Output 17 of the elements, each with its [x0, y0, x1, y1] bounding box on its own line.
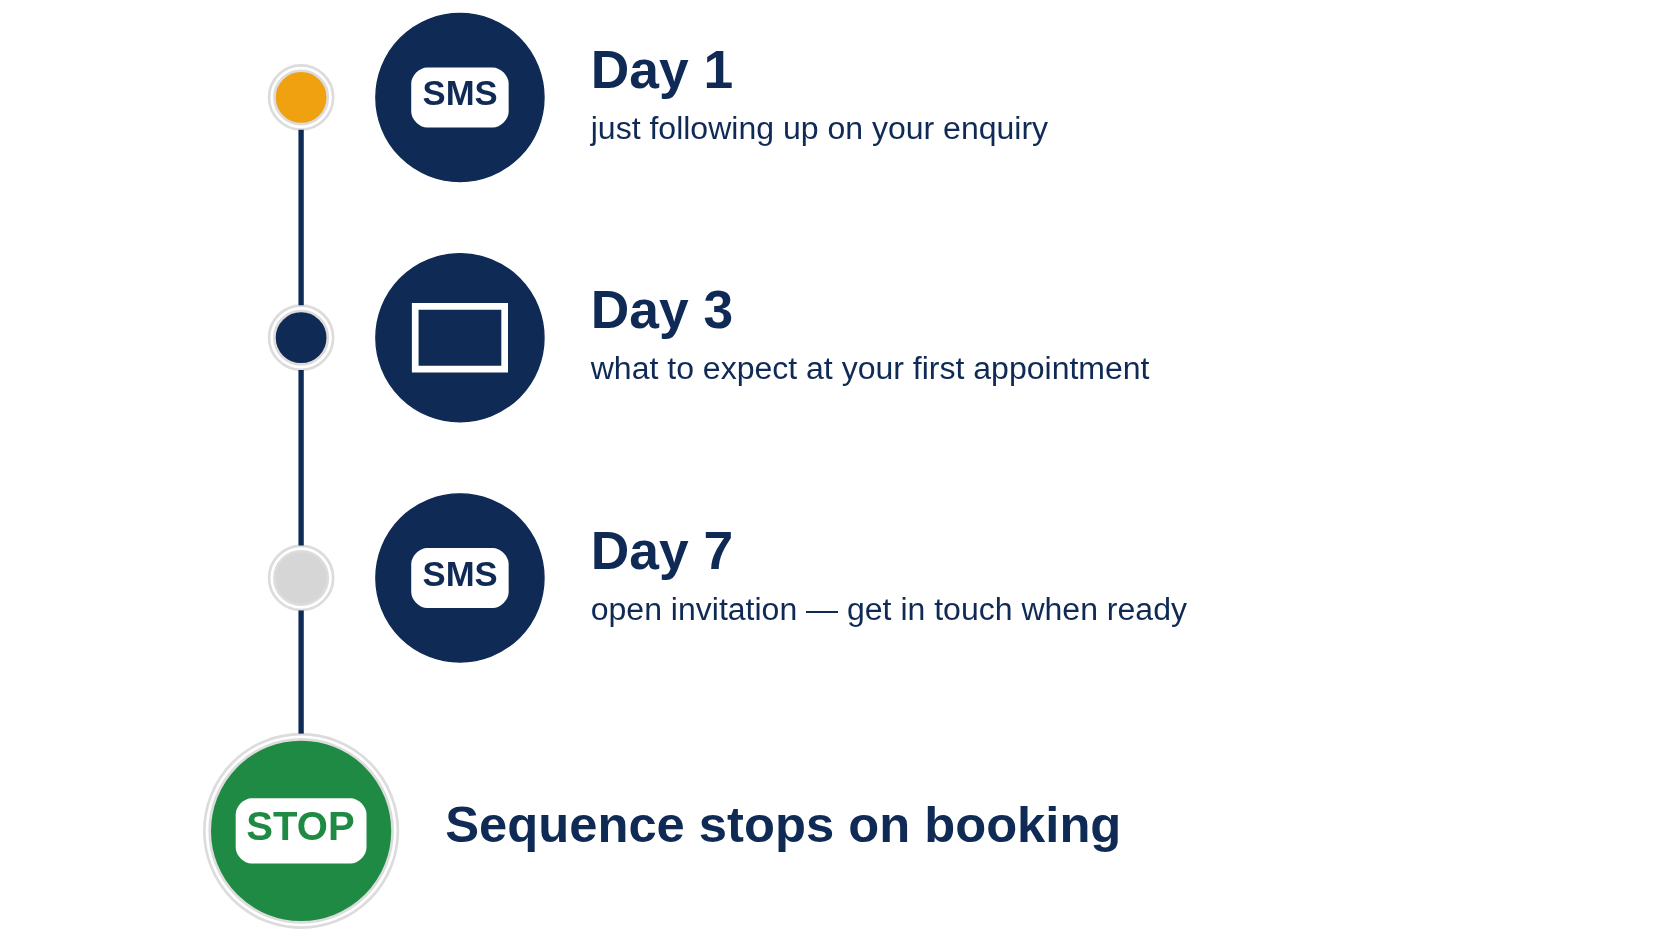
node-label: Day 7 — [590, 520, 734, 580]
node-circle: SMS — [375, 493, 545, 663]
node-circle — [267, 304, 335, 372]
node-circle — [267, 64, 335, 131]
connector — [298, 129, 304, 306]
node-label: just following up on your enquiry — [590, 110, 1049, 147]
node-picture — [375, 252, 545, 423]
node-label: Sequence stops on booking — [445, 796, 1122, 854]
connector — [298, 370, 304, 546]
node-circle: SMS — [375, 12, 545, 183]
node-label: open invitation — get in touch when ready — [590, 590, 1187, 627]
node-label: what to expect at your first appointment — [590, 350, 1150, 387]
node-label: Day 3 — [590, 280, 734, 340]
node-label: Day 1 — [590, 40, 734, 100]
connector — [298, 610, 304, 734]
node-circle: STOP — [203, 732, 400, 929]
node-circle — [267, 544, 335, 612]
